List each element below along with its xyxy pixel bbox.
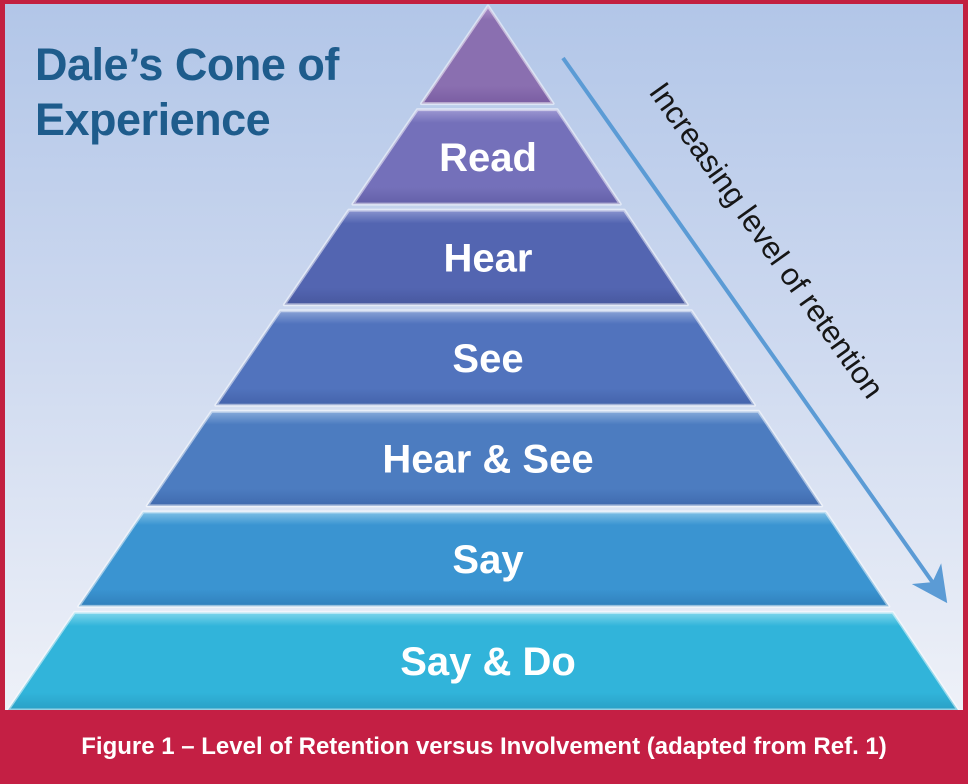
pyramid-label: Say & Do: [400, 640, 576, 684]
pyramid-label: Hear & See: [382, 438, 593, 482]
pyramid-level-apex: [419, 4, 555, 106]
pyramid-label: Say: [452, 538, 524, 582]
pyramid-label: Hear: [444, 236, 533, 280]
retention-arrow: [561, 56, 948, 604]
pyramid-level-read: [351, 108, 622, 206]
pyramid-level-say: [77, 510, 891, 608]
pyramid-level-hear: [282, 208, 689, 307]
pyramid-level-see: [214, 309, 757, 407]
pyramid-label: Read: [439, 136, 537, 180]
figure-title: Dale’s Cone of Experience: [35, 38, 339, 148]
pyramid-level-hear-see: [145, 409, 824, 508]
pyramid-level-say-do: [6, 610, 960, 710]
title-line-2: Experience: [35, 93, 271, 145]
title-line-1: Dale’s Cone of: [35, 39, 339, 90]
pyramid-label: See: [452, 337, 523, 381]
figure-caption: Figure 1 – Level of Retention versus Inv…: [0, 710, 968, 784]
